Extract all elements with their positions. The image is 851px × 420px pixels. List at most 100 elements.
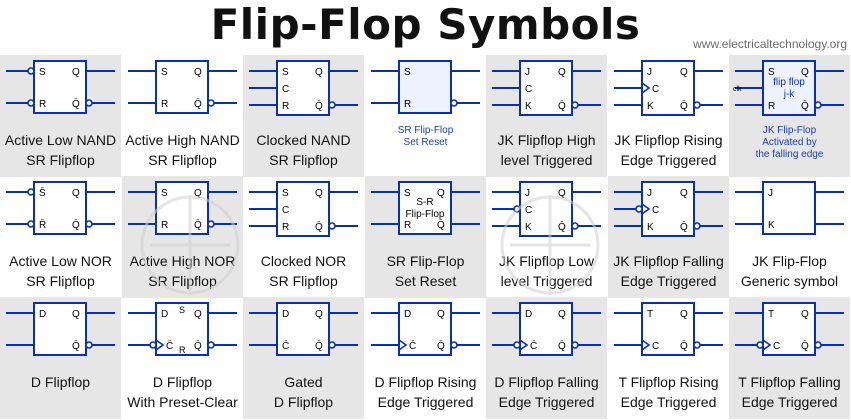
caption-line: JK Flip-Flop	[762, 125, 817, 136]
caption-line: Set Reset	[394, 273, 457, 289]
caption-line: T Flipflop Rising	[618, 374, 719, 390]
output-label: Q	[558, 67, 566, 78]
inversion-bubble	[450, 341, 458, 349]
caption-line: Edge Triggered	[620, 394, 717, 410]
input-label: K	[525, 222, 532, 233]
input-label: C̄	[282, 339, 289, 352]
input-label: S̄	[39, 186, 46, 199]
input-label: K	[525, 101, 532, 112]
caption-line: Active High NAND	[125, 132, 240, 148]
box-text: j-k	[783, 89, 796, 100]
box-text: flip flop	[773, 77, 805, 88]
inversion-bubble	[635, 205, 643, 213]
caption-line: level Triggered	[500, 152, 593, 168]
input-label: R	[768, 101, 775, 112]
clock-edge-triangle	[641, 203, 651, 215]
output-label: Q	[801, 67, 809, 78]
flipflop-symbol: DC̄QQ̄	[492, 302, 601, 356]
caption-line: T Flipflop Falling	[738, 374, 841, 390]
inversion-bubble	[571, 222, 579, 230]
inversion-bubble	[571, 101, 579, 109]
caption-line: Generic symbol	[740, 273, 839, 289]
caption-line: D Flipflop	[30, 374, 91, 390]
clock-edge-triangle	[641, 82, 651, 94]
output-label: Q	[72, 67, 80, 78]
input-label: C	[525, 205, 532, 216]
input-label: S	[282, 67, 289, 78]
input-label: D	[282, 309, 289, 320]
input-label: D	[39, 309, 46, 320]
input-label: D	[525, 309, 532, 320]
input-label: R	[282, 101, 289, 112]
caption-line: JK Flipflop Falling	[613, 253, 724, 269]
input-label: R	[404, 99, 411, 110]
flipflop-box	[33, 302, 87, 356]
caption-line: Edge Triggered	[620, 152, 717, 168]
caption-line: Active Low NOR	[9, 253, 112, 269]
flipflop-box	[398, 60, 452, 114]
caption-line: Activated by	[762, 137, 817, 148]
output-label: Q	[680, 309, 688, 320]
input-label: C	[282, 84, 289, 95]
input-label: C̄	[409, 339, 416, 352]
inversion-bubble	[693, 222, 701, 230]
output-label: Q	[194, 67, 202, 78]
inversion-bubble	[571, 341, 579, 349]
output-label: Q	[194, 188, 202, 199]
output-label: Q̄	[680, 220, 688, 233]
caption-line: Edge Triggered	[498, 394, 595, 410]
output-label: Q	[315, 309, 323, 320]
output-label: Q̄	[194, 97, 202, 110]
symbol-caption: JK Flipflop High level Triggered	[486, 130, 607, 170]
flipflop-symbol: DC̄QQ̄	[249, 302, 358, 356]
input-label: K	[647, 101, 654, 112]
flipflop-symbol: S̄R̄QQ̄	[6, 181, 115, 235]
input-label: C̄	[166, 339, 173, 352]
caption-line: JK Flip-Flop	[752, 253, 827, 269]
caption-line: Edge Triggered	[620, 273, 717, 289]
inversion-bubble	[85, 99, 93, 107]
caption-line: JK Flipflop High	[497, 132, 596, 148]
symbol-caption: D Flipflop	[0, 372, 121, 392]
flipflop-symbol: DC̄QQ̄	[371, 302, 480, 356]
caption-line: Edge Triggered	[741, 394, 838, 410]
output-label: Q	[680, 188, 688, 199]
inversion-bubble	[450, 99, 458, 107]
flipflop-box	[33, 181, 87, 235]
input-label: R	[282, 222, 289, 233]
output-label: Q	[680, 67, 688, 78]
caption-line: Active Low NAND	[4, 132, 117, 148]
input-label: C	[652, 341, 659, 352]
caption-line: SR Flip-Flop	[386, 253, 465, 269]
input-label: S	[282, 188, 289, 199]
input-label: S	[768, 67, 775, 78]
page-title: Flip-Flop Symbols	[210, 0, 641, 49]
inversion-bubble	[328, 341, 336, 349]
